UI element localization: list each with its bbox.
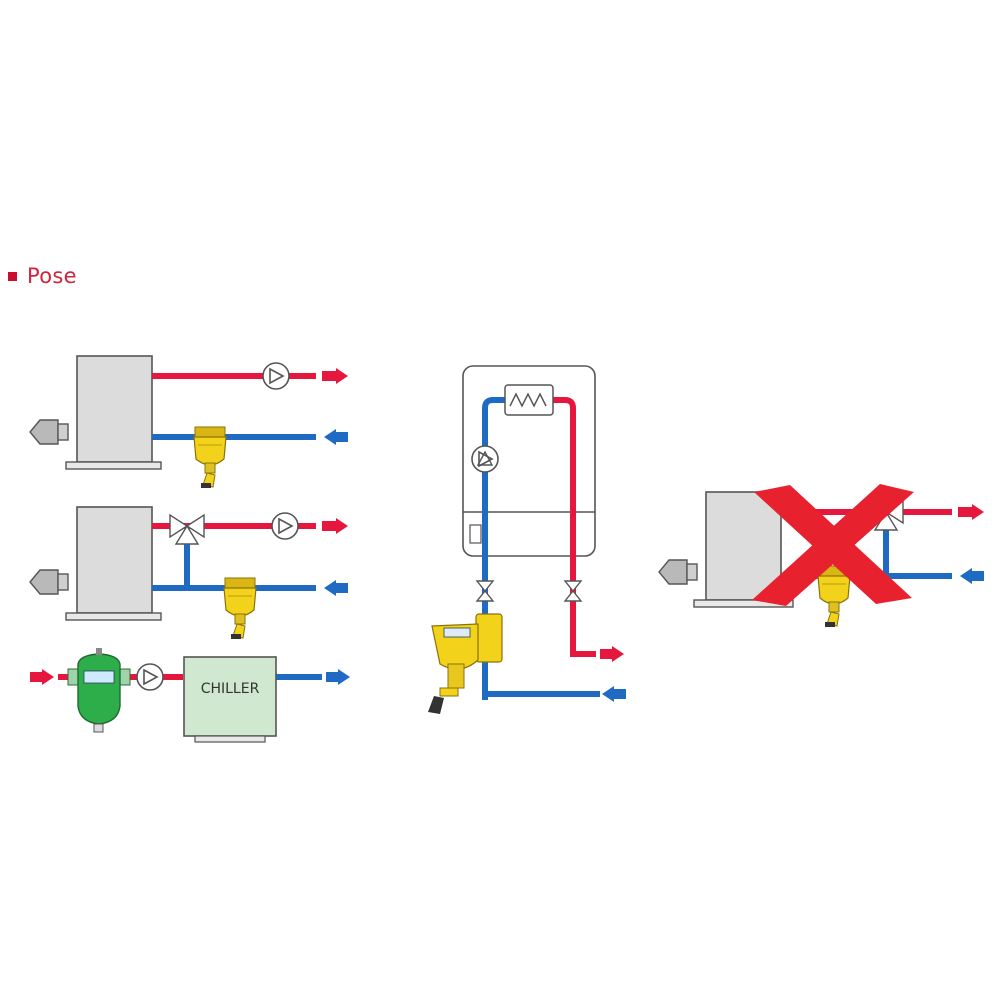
bullet-icon (8, 271, 17, 281)
burner-icon (658, 559, 698, 585)
boiler-unit (76, 506, 153, 614)
three-way-valve-icon (169, 513, 205, 545)
chiller-unit (183, 656, 277, 737)
pump-icon (136, 663, 164, 691)
section-title: Pose (27, 264, 77, 288)
magnetic-separator-icon (428, 613, 503, 714)
chiller-base (194, 735, 266, 743)
flow-out-arrow (322, 368, 348, 384)
flow-in-arrow (960, 568, 984, 584)
diagram-incorrect-installation (658, 484, 984, 628)
boiler-base (693, 599, 794, 608)
flow-out-arrow (326, 669, 350, 685)
flow-out-arrow (958, 504, 984, 520)
green-separator-icon (67, 648, 131, 733)
boiler-base (65, 612, 162, 621)
boiler-unit (76, 355, 153, 463)
shutoff-valve-icon (476, 580, 494, 602)
dirt-separator-icon (223, 577, 257, 640)
diagram-boiler-mixing-valve (29, 506, 348, 640)
wall-boiler-casing (462, 365, 596, 557)
shutoff-valve-icon (564, 580, 582, 602)
burner-icon (29, 419, 69, 445)
section-header: Pose (8, 262, 77, 290)
pump-icon (471, 445, 499, 473)
cross-out-icon (752, 484, 914, 606)
diagram-wall-boiler (428, 365, 626, 714)
burner-icon (29, 569, 69, 595)
hot-internal-pipe (553, 397, 596, 657)
diagram-chiller: CHILLER (30, 648, 350, 743)
flow-in-arrow (324, 580, 348, 596)
heat-exchanger-icon (504, 384, 554, 416)
diagram-boiler-return-separator (29, 355, 348, 489)
pump-icon (262, 362, 290, 390)
flow-in-arrow (602, 686, 626, 702)
boiler-unit (705, 491, 782, 601)
flow-in-arrow (30, 669, 54, 685)
cold-internal-pipe (482, 397, 505, 700)
control-panel-icon (469, 524, 482, 544)
flow-in-arrow (324, 429, 348, 445)
chiller-label: CHILLER (201, 681, 260, 697)
boiler-base (65, 461, 162, 470)
pump-arrow (476, 450, 494, 466)
pump-icon (271, 512, 299, 540)
flow-out-arrow (600, 646, 624, 662)
dirt-separator-icon (193, 426, 227, 489)
flow-out-arrow (322, 518, 348, 534)
